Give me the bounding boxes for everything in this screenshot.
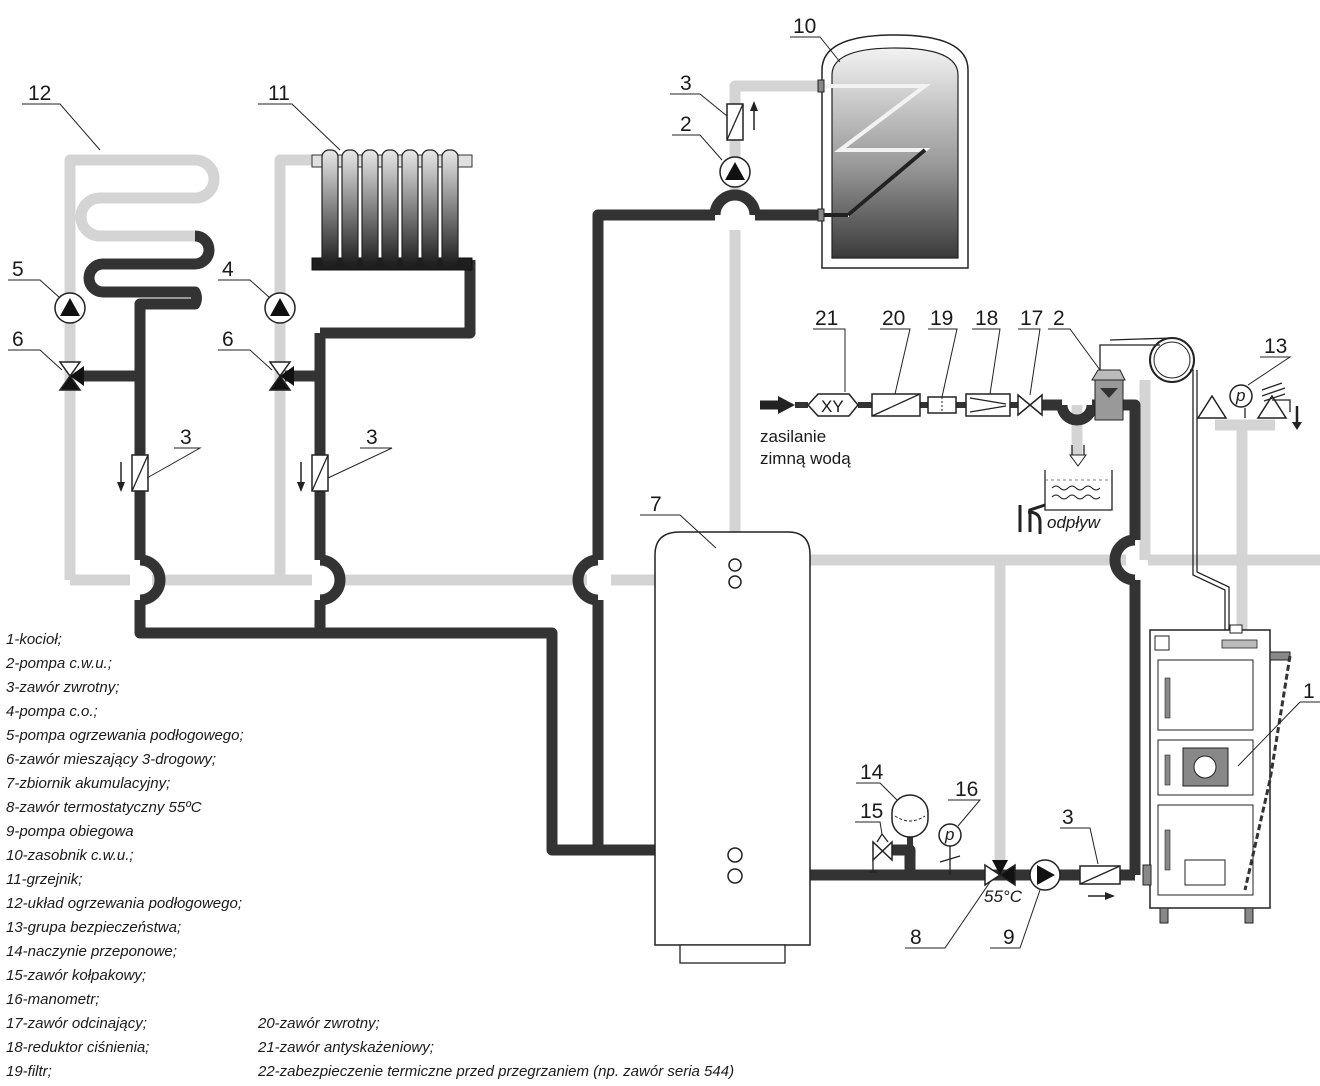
callout-13: 13 bbox=[1264, 335, 1287, 358]
callout-14: 14 bbox=[860, 761, 884, 784]
callout-21: 21 bbox=[815, 307, 838, 330]
safety-group bbox=[1196, 382, 1302, 430]
callout-3-left: 3 bbox=[180, 426, 192, 449]
hot-pipes bbox=[64, 80, 1320, 860]
callout-3-top: 3 bbox=[680, 72, 692, 95]
dhw-cylinder bbox=[817, 34, 969, 269]
xy-label: XY bbox=[821, 397, 844, 416]
callout-3-mid: 3 bbox=[366, 426, 378, 449]
legend-item: 2-pompa c.w.u.; bbox=[5, 655, 112, 672]
cold-pipes bbox=[80, 209, 1141, 881]
callout-16: 16 bbox=[955, 778, 978, 801]
pump-2-dhw bbox=[719, 156, 751, 188]
check-valve-3-mid bbox=[297, 454, 329, 492]
legend-item: 15-zawór kołpakowy; bbox=[6, 967, 146, 984]
callout-18: 18 bbox=[975, 307, 998, 330]
callout-numbers: 12 11 10 3 2 5 4 6 6 3 3 7 21 20 19 18 1… bbox=[12, 15, 1315, 949]
legend-item: 6-zawór mieszający 3-drogowy; bbox=[6, 751, 216, 768]
callout-11: 11 bbox=[268, 82, 290, 105]
legend-item: 3-zawór zwrotny; bbox=[6, 679, 119, 696]
callout-20: 20 bbox=[882, 307, 905, 330]
thermostatic-valve-8 bbox=[984, 860, 1016, 887]
pump-4 bbox=[264, 292, 296, 324]
pump-5 bbox=[54, 292, 86, 324]
thermal-safety-valve bbox=[1091, 337, 1230, 630]
callout-9: 9 bbox=[1003, 926, 1015, 949]
manometer-p: p bbox=[944, 825, 954, 844]
leader-lines bbox=[8, 36, 1320, 949]
legend-item: 17-zawór odcinający; bbox=[6, 1015, 147, 1032]
legend-item: 21-zawór antyskażeniowy; bbox=[257, 1039, 434, 1056]
safety-group-p: p bbox=[1235, 386, 1245, 405]
buffer-tank bbox=[654, 531, 811, 964]
callout-12: 12 bbox=[28, 82, 51, 105]
callout-2-right: 2 bbox=[1053, 307, 1065, 330]
legend-item: 10-zasobnik c.w.u.; bbox=[6, 847, 134, 864]
inline-labels: XY zasilanie zimną wodą odpływ 55°C p p bbox=[760, 386, 1245, 906]
cold-water-supply bbox=[760, 393, 1043, 417]
legend-item: 11-grzejnik; bbox=[6, 871, 82, 888]
drain-label: odpływ bbox=[1047, 513, 1102, 532]
callout-5: 5 bbox=[12, 258, 24, 281]
expansion-vessel-14 bbox=[891, 794, 929, 850]
callout-2-top: 2 bbox=[680, 113, 692, 136]
drain-tundish bbox=[1018, 445, 1113, 534]
legend-item: 1-kocioł; bbox=[6, 631, 62, 648]
legend-item: 8-zawór termostatyczny 55ºC bbox=[6, 799, 202, 816]
legend-item: 16-manometr; bbox=[6, 991, 99, 1008]
mixing-valve-6-right bbox=[268, 361, 294, 391]
legend-item: 14-naczynie przeponowe; bbox=[6, 943, 177, 960]
supply-label-2: zimną wodą bbox=[760, 449, 851, 468]
legend-item: 4-pompa c.o.; bbox=[6, 703, 98, 720]
legend-item: 19-filtr; bbox=[6, 1063, 52, 1080]
valves bbox=[58, 101, 1121, 900]
legend-item: 5-pompa ogrzewania podłogowego; bbox=[6, 727, 244, 744]
manometer-16 bbox=[938, 823, 962, 875]
mixing-valve-6-left bbox=[58, 361, 84, 391]
callout-4: 4 bbox=[222, 258, 234, 281]
callout-17: 17 bbox=[1020, 307, 1043, 330]
legend-item: 18-reduktor ciśnienia; bbox=[6, 1039, 149, 1056]
boiler bbox=[1142, 624, 1292, 924]
legend-item: 22-zabezpieczenie termiczne przed przegr… bbox=[257, 1063, 734, 1080]
check-valve-3-bottom bbox=[1079, 865, 1121, 900]
callout-19: 19 bbox=[930, 307, 953, 330]
callout-3-bottom: 3 bbox=[1062, 806, 1074, 829]
callout-15: 15 bbox=[860, 800, 883, 823]
callout-6-left: 6 bbox=[12, 328, 24, 351]
callout-8: 8 bbox=[910, 926, 922, 949]
legend-item: 12-układ ogrzewania podłogowego; bbox=[6, 895, 242, 912]
legend-item: 20-zawór zwrotny; bbox=[257, 1015, 380, 1032]
supply-label-1: zasilanie bbox=[760, 427, 826, 446]
pumps bbox=[54, 156, 1061, 891]
temp-label: 55°C bbox=[984, 887, 1023, 906]
callout-10: 10 bbox=[793, 15, 816, 38]
check-valve-3-left bbox=[117, 454, 149, 492]
cap-valve-15 bbox=[869, 832, 893, 873]
callout-6-right: 6 bbox=[222, 328, 234, 351]
radiator bbox=[311, 149, 473, 271]
check-valve-3-top bbox=[726, 101, 758, 141]
pipe-crossovers bbox=[139, 189, 1136, 606]
legend-item: 13-grupa bezpieczeństwa; bbox=[6, 919, 181, 936]
callout-7: 7 bbox=[650, 493, 662, 516]
callout-1: 1 bbox=[1303, 680, 1315, 703]
legend-item: 7-zbiornik akumulacyjny; bbox=[6, 775, 170, 792]
legend: 1-kocioł; 2-pompa c.w.u.; 3-zawór zwrotn… bbox=[5, 631, 734, 1080]
pump-9 bbox=[1029, 859, 1061, 891]
legend-item: 9-pompa obiegowa bbox=[6, 823, 134, 840]
